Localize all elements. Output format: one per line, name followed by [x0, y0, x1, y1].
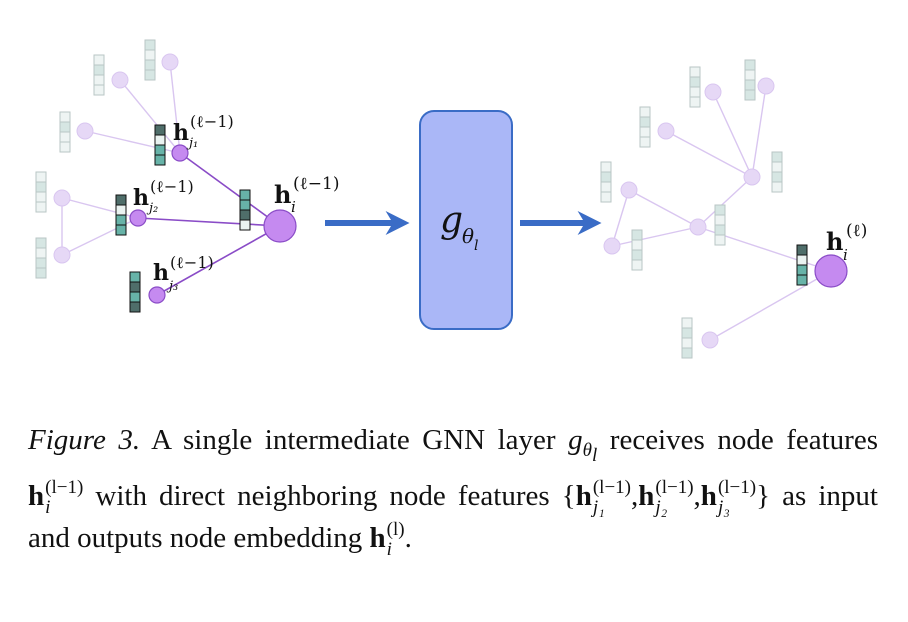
label-h-j2: h j₂ (ℓ−1): [133, 177, 194, 216]
gnn-layer-box: g θ l: [419, 110, 513, 330]
caption-text-3: with direct neighboring node features: [83, 479, 562, 512]
label-h-i-output: h i (ℓ): [826, 221, 867, 264]
svg-text:h: h: [133, 185, 149, 211]
edge-j2-i: [137, 217, 281, 227]
svg-text:j₁: j₁: [186, 136, 198, 151]
feature-vector-j2: [115, 194, 127, 236]
edge-j1-i: [179, 152, 281, 227]
caption-text-4: as input and outputs node embedding: [28, 479, 878, 554]
svg-text:(ℓ−1): (ℓ−1): [190, 112, 234, 131]
active-feature-vectors-left: [115, 124, 251, 313]
svg-text:i: i: [291, 198, 296, 216]
label-h-j3: h j₃ (ℓ−1): [153, 253, 214, 294]
feature-vector-j3: [129, 271, 141, 313]
active-nodes-left: [129, 144, 297, 304]
math-h-i-prev: h(l−1)i: [28, 476, 84, 518]
svg-text:(ℓ−1): (ℓ−1): [293, 174, 339, 194]
svg-text:h: h: [826, 227, 843, 256]
svg-text:g: g: [440, 200, 463, 241]
svg-text:i: i: [843, 246, 848, 264]
math-h-i-out: h(l)i.: [369, 519, 412, 561]
feature-vector-i: [239, 189, 251, 231]
left-graph: h j₁ (ℓ−1) h j₂ (ℓ−1) h j₃ (ℓ−1) h i (ℓ−…: [35, 39, 339, 313]
right-graph: h i (ℓ): [600, 59, 867, 359]
faded-feature-vectors-right: [600, 59, 783, 359]
label-h-i-left: h i (ℓ−1): [274, 174, 339, 216]
feature-vector-j1: [154, 124, 166, 166]
node-j1: [171, 144, 189, 162]
svg-text:h: h: [153, 260, 169, 286]
svg-text:l: l: [474, 238, 478, 254]
svg-text:(ℓ): (ℓ): [846, 221, 867, 241]
caption-text-1: A single intermediate GNN layer: [140, 424, 569, 456]
svg-text:j₂: j₂: [146, 201, 158, 216]
math-neighbor-set: {h(l−1)j₁,h(l−1)j₂,h(l−1)j₃}: [561, 476, 771, 518]
svg-text:(ℓ−1): (ℓ−1): [150, 177, 194, 196]
figure-caption: Figure 3. A single intermediate GNN laye…: [28, 420, 878, 560]
svg-text:j₃: j₃: [166, 279, 178, 294]
node-i: [263, 209, 297, 243]
node-j3: [148, 286, 166, 304]
figure-label: Figure 3.: [28, 424, 141, 456]
faded-edges-left: [61, 61, 181, 256]
faded-feature-vectors-left: [35, 39, 156, 279]
faded-nodes-right: [603, 77, 775, 349]
node-j2: [129, 209, 147, 227]
svg-text:(ℓ−1): (ℓ−1): [170, 253, 214, 272]
gnn-layer-figure: h j₁ (ℓ−1) h j₂ (ℓ−1) h j₃ (ℓ−1) h i (ℓ−…: [35, 39, 867, 359]
active-edges-left: [137, 152, 281, 296]
node-i-output: [814, 254, 848, 288]
feature-vector-i-output: [796, 244, 808, 286]
label-h-j1: h j₁ (ℓ−1): [173, 112, 234, 151]
svg-text:θ: θ: [462, 224, 474, 248]
edge-j3-i: [156, 225, 281, 296]
math-g-theta: gθl: [568, 424, 598, 466]
caption-text-2: receives node features: [597, 424, 878, 456]
svg-text:h: h: [173, 120, 189, 146]
svg-text:h: h: [274, 180, 291, 209]
faded-nodes-left: [53, 53, 179, 264]
